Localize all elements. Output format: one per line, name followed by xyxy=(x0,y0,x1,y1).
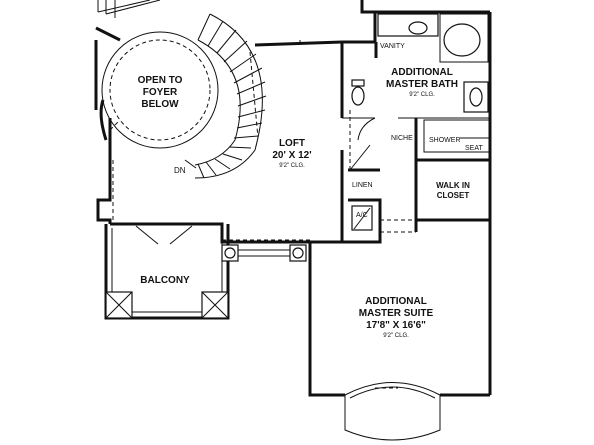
label-suite-1: ADDITIONAL xyxy=(365,296,427,307)
label-suite-clg: 9'2" CLG. xyxy=(383,333,409,339)
curved-stair xyxy=(184,13,267,179)
top-left-structure xyxy=(94,0,161,110)
balcony xyxy=(104,224,230,320)
foyer-opening xyxy=(99,31,219,149)
label-closet-1: WALK IN xyxy=(436,181,470,190)
label-loft-clg: 9'2" CLG. xyxy=(279,163,305,169)
label-ac: A/C xyxy=(356,212,368,219)
label-suite-2: MASTER SUITE xyxy=(359,308,434,319)
ac-unit xyxy=(351,205,373,231)
label-bath-2: MASTER BATH xyxy=(386,79,458,90)
label-stair-dn: DN xyxy=(174,166,186,175)
label-open-to: OPEN TO xyxy=(138,75,183,86)
label-closet-2: CLOSET xyxy=(437,191,470,200)
label-suite-dims: 17'8" X 16'6" xyxy=(366,320,426,331)
label-below: BELOW xyxy=(141,99,179,110)
columns xyxy=(221,244,307,262)
label-balcony: BALCONY xyxy=(140,275,190,286)
label-foyer: FOYER xyxy=(143,87,178,98)
label-loft: LOFT xyxy=(279,138,305,149)
label-niche: NICHE xyxy=(391,135,413,142)
exterior-walls xyxy=(96,0,492,397)
label-linen: LINEN xyxy=(352,182,373,189)
label-shower: SHOWER xyxy=(429,137,461,144)
label-seat: SEAT xyxy=(465,145,483,152)
label-vanity: VANITY xyxy=(380,43,405,50)
bath-fixtures xyxy=(342,13,491,171)
bay-window xyxy=(344,382,441,441)
label-bath-1: ADDITIONAL xyxy=(391,67,453,78)
label-loft-dims: 20' X 12' xyxy=(272,150,311,161)
label-bath-clg: 9'2" CLG. xyxy=(409,92,435,98)
